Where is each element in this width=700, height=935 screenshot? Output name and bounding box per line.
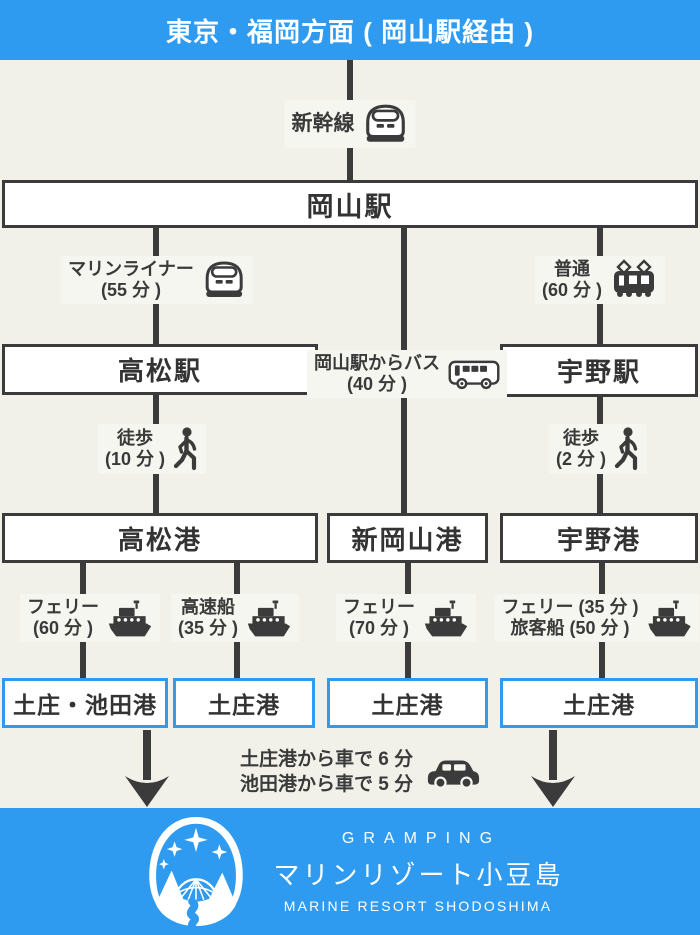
leg-label: 岡山駅からバス bbox=[314, 353, 440, 374]
brand-subtitle: MARINE RESORT SHODOSHIMA bbox=[283, 897, 553, 914]
leg-duration: (10 分 ) bbox=[104, 449, 166, 469]
leg-label: フェリー bbox=[27, 597, 99, 617]
car-note: 土庄港から車で 6 分 池田港から車で 5 分 bbox=[240, 748, 481, 797]
shinkansen-icon bbox=[205, 261, 243, 297]
dest-label: 土庄港 bbox=[371, 692, 444, 718]
port-box-takamatsu: 高松港 bbox=[2, 513, 318, 563]
leg-duration: (35 分 ) bbox=[177, 617, 239, 638]
ferry-icon bbox=[648, 600, 691, 637]
leg-label: マリンライナー bbox=[68, 259, 194, 279]
leg-label: 普通 bbox=[553, 259, 590, 280]
leg-label: フェリー bbox=[343, 597, 415, 617]
arrow-down-right bbox=[549, 730, 557, 780]
car-note-line1: 土庄港から車で 6 分 bbox=[240, 749, 414, 770]
footer-banner: GRAMPING マリンリゾート小豆島 MARINE RESORT SHODOS… bbox=[0, 808, 700, 935]
ferry-icon bbox=[247, 600, 291, 637]
arrow-down-icon bbox=[531, 776, 575, 807]
dest-box-tonosho-1: 土庄港 bbox=[173, 678, 315, 728]
leg-marine-liner: マリンライナー (55 分 ) bbox=[61, 256, 253, 304]
leg-label: 徒歩 bbox=[562, 428, 599, 449]
leg-duration: (2 分 ) bbox=[555, 449, 607, 469]
port-label: 新岡山港 bbox=[351, 524, 464, 555]
port-label: 高松港 bbox=[117, 524, 202, 555]
station-box-okayama: 岡山駅 bbox=[2, 180, 698, 228]
leg-ferry-shin-okayama: フェリー (70 分 ) bbox=[336, 594, 476, 642]
leg-label: 徒歩 bbox=[116, 428, 153, 449]
leg-walk-takamatsu: 徒歩 (10 分 ) bbox=[97, 424, 207, 474]
station-label: 宇野駅 bbox=[556, 357, 641, 387]
brand-block: GRAMPING マリンリゾート小豆島 MARINE RESORT SHODOS… bbox=[270, 830, 563, 914]
car-note-line2: 池田港から車で 5 分 bbox=[240, 773, 414, 795]
leg-duration: (70 分 ) bbox=[348, 617, 409, 638]
leg-ferry-takamatsu: フェリー (60 分 ) bbox=[20, 594, 160, 642]
walk-icon bbox=[173, 427, 197, 471]
leg-duration: (60 分 ) bbox=[32, 617, 93, 638]
station-box-uno: 宇野駅 bbox=[500, 344, 698, 397]
header-title: 東京・福岡方面 ( 岡山駅経由 ) bbox=[166, 16, 534, 47]
ferry-icon bbox=[108, 600, 152, 637]
leg-label: 新幹線 bbox=[291, 111, 355, 135]
arrow-down-left bbox=[143, 730, 151, 780]
leg-duration: 旅客船 (50 分 ) bbox=[510, 617, 630, 638]
leg-duration: (40 分 ) bbox=[346, 374, 407, 394]
dest-box-tonosho-2: 土庄港 bbox=[327, 678, 488, 728]
header-banner: 東京・福岡方面 ( 岡山駅経由 ) bbox=[0, 0, 700, 60]
port-box-shin-okayama: 新岡山港 bbox=[327, 513, 488, 563]
leg-duration: (60 分 ) bbox=[541, 280, 603, 300]
brand-name-en: GRAMPING bbox=[341, 829, 502, 847]
leg-label: 高速船 bbox=[180, 597, 235, 617]
local-train-icon bbox=[614, 259, 655, 297]
car-icon bbox=[428, 760, 480, 789]
station-label: 高松駅 bbox=[117, 356, 202, 386]
dest-label: 土庄港 bbox=[563, 692, 635, 718]
station-label: 岡山駅 bbox=[306, 191, 394, 222]
resort-logo bbox=[149, 816, 244, 928]
walk-icon bbox=[614, 427, 638, 471]
dest-box-tonosho-ikeda: 土庄・池田港 bbox=[2, 678, 168, 728]
arrow-down-icon bbox=[125, 776, 169, 807]
leg-walk-uno: 徒歩 (2 分 ) bbox=[548, 424, 648, 474]
station-box-takamatsu: 高松駅 bbox=[2, 344, 318, 395]
dest-box-tonosho-3: 土庄港 bbox=[500, 678, 698, 728]
leg-duration: (55 分 ) bbox=[100, 279, 162, 300]
leg-bus: 岡山駅からバス (40 分 ) bbox=[307, 350, 507, 398]
bus-icon bbox=[448, 360, 500, 390]
shinkansen-icon bbox=[366, 104, 405, 142]
port-label: 宇野港 bbox=[556, 524, 641, 555]
leg-local-train: 普通 (60 分 ) bbox=[534, 256, 666, 304]
ferry-icon bbox=[424, 600, 468, 637]
leg-shinkansen: 新幹線 bbox=[284, 100, 416, 148]
leg-ferry-uno: フェリー (35 分 ) 旅客船 (50 分 ) bbox=[494, 594, 700, 642]
leg-label: フェリー (35 分 ) bbox=[501, 597, 639, 617]
leg-speedboat-takamatsu: 高速船 (35 分 ) bbox=[170, 594, 300, 642]
dest-label: 土庄港 bbox=[208, 692, 280, 718]
port-box-uno: 宇野港 bbox=[500, 513, 698, 563]
dest-label: 土庄・池田港 bbox=[13, 692, 157, 718]
brand-name-jp: マリンリゾート小豆島 bbox=[273, 859, 564, 890]
